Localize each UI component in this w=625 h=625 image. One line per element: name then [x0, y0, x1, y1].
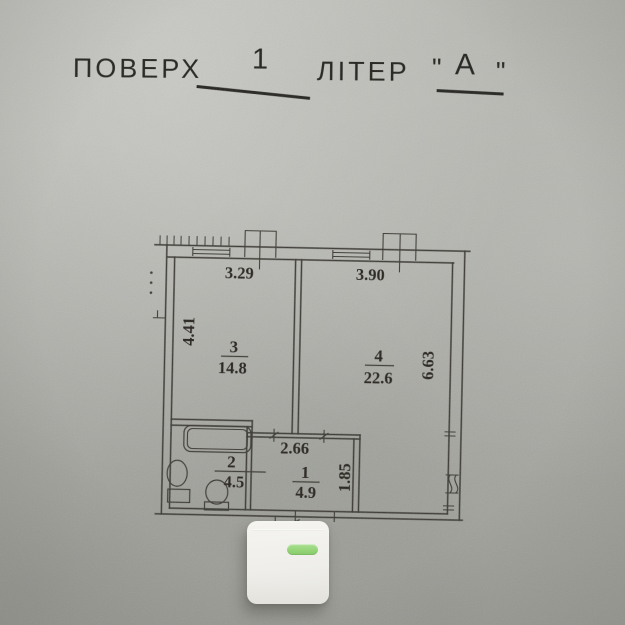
letter-label: ЛІТЕР	[316, 56, 410, 87]
floor-plan: 3.29 3.90 4.41 6.63 2.66 1.85 3 14.8 4 2…	[132, 222, 486, 541]
room1-number: 1	[301, 463, 310, 482]
left-margin-marks	[149, 271, 153, 294]
dim-hall-height: 1.85	[335, 463, 355, 492]
room2-area: 4.5	[224, 472, 245, 491]
left-wall	[160, 244, 176, 515]
left-wall-tick	[152, 310, 165, 319]
dim-room3-width: 3.29	[225, 263, 254, 283]
room-divider-wall	[291, 258, 303, 435]
quote-open: "	[431, 53, 445, 84]
room2-number: 2	[227, 452, 236, 471]
overlay-card	[247, 521, 329, 604]
dim-room3-height: 4.41	[179, 317, 199, 346]
dim-room4-height: 6.63	[418, 351, 438, 380]
room4-number: 4	[374, 346, 383, 365]
letter-value-underline	[436, 89, 504, 96]
window-symbol-right	[332, 249, 371, 260]
card-highlight	[251, 529, 325, 531]
room3-number: 3	[229, 337, 238, 356]
room1-area: 4.9	[295, 483, 316, 502]
bathtub-inner	[186, 428, 249, 451]
shaft-right	[382, 232, 417, 273]
quote-close: "	[495, 56, 509, 87]
room4-area: 22.6	[364, 368, 393, 388]
cabinet	[166, 488, 191, 504]
dim-hall-width: 2.66	[280, 438, 309, 458]
right-wall-tick-lower	[442, 505, 455, 511]
window-symbol-left	[192, 246, 231, 257]
right-wall	[446, 250, 466, 521]
floor-plan-svg: 3.29 3.90 4.41 6.63 2.66 1.85 3 14.8 4 2…	[149, 230, 471, 528]
bottom-wall	[154, 507, 464, 521]
room3-area: 14.8	[218, 358, 247, 378]
dim-room4-width: 3.90	[356, 265, 385, 285]
letter-value: А	[454, 48, 476, 82]
floor-label: ПОВЕРХ	[72, 52, 203, 85]
floor-value: 1	[251, 43, 269, 76]
floor-value-underline	[196, 84, 311, 100]
green-pill-icon	[287, 544, 318, 555]
right-wall-tick-upper	[444, 431, 456, 437]
title-block: ПОВЕРХ 1 ЛІТЕР " А "	[0, 0, 625, 123]
